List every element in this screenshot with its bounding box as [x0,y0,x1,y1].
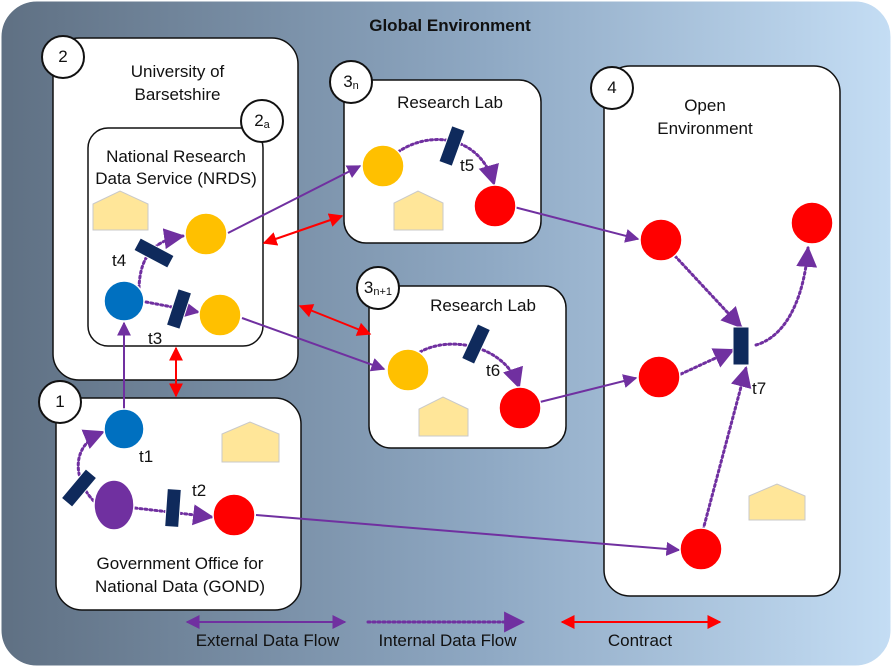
university-label-1: University of [130,62,225,81]
node-purple-gond [93,479,135,531]
open-label-2: Environment [657,119,753,138]
transform-t7 [732,326,750,366]
nrds-label-1: National Research [106,147,246,166]
external-flow-gond-to-open [255,514,681,556]
external-flow-nrds-to-lab-n1 [241,317,386,372]
badge-nrds-main: 2 [254,111,264,130]
university-label-2: Barsetshire [134,85,221,104]
badge-lab-n-main: 3 [343,72,353,91]
lab-n1-label: Research Lab [430,296,536,315]
badge-nrds-sub: a [263,119,270,131]
node-red-lab-n [473,184,517,228]
open-data-store-icon [748,483,806,521]
node-red-gond [212,493,256,537]
external-flow-lab-n-to-open [513,206,640,243]
badge-university: 2 [41,35,85,79]
open-label-1: Open [684,96,726,115]
transform-label-t6: t6 [486,361,501,380]
badge-lab-n-sub: n [352,80,359,92]
gond-data-store-icon [221,421,280,463]
nrds-label-2: Data Service (NRDS) [95,169,257,188]
lab-n-data-store-icon [393,190,444,231]
badge-lab-n1-main: 3 [363,278,374,297]
internal-flow-open-2 [679,348,735,376]
node-yellow-nrds-top [184,212,228,256]
lab-n-label: Research Lab [397,93,503,112]
transform-t4 [133,237,175,269]
transform-t2 [164,488,182,528]
transform-label-t4: t4 [112,251,127,270]
legend-contract-label: Contract [607,631,673,650]
node-red-open-2 [637,355,681,399]
internal-flow-open-1 [673,254,743,329]
transform-t5 [438,125,466,167]
node-red-open-1 [639,218,683,262]
nrds-data-store-icon [92,190,149,231]
internal-flow-open-3 [701,365,752,532]
transform-t1 [60,468,98,508]
node-yellow-lab-n1 [386,348,430,392]
node-red-lab-n1 [498,386,542,430]
node-blue-gond [103,408,145,450]
external-flow-nrds-to-lab-n [227,165,362,234]
external-flow-lab-n1-to-open [539,374,638,403]
node-red-open-3 [679,527,723,571]
node-yellow-lab-n [361,144,405,188]
diagram-title: Global Environment [369,16,531,35]
transform-label-t1: t1 [139,447,154,466]
badge-open: 4 [590,66,634,110]
badge-lab-n1-sub: n+1 [373,286,393,298]
node-yellow-nrds-bottom [198,293,242,337]
transform-t6 [460,323,492,365]
open-environment-box [603,65,841,597]
lab-n1-data-store-icon [418,396,469,437]
contract-university-lab-n1 [298,304,372,336]
gond-label-2: National Data (GOND) [94,577,266,596]
gond-label-1: Government Office for [96,554,264,573]
transform-label-t3: t3 [148,329,163,348]
node-red-open-4 [790,201,834,245]
internal-flow-open-4 [754,245,818,347]
transform-label-t5: t5 [460,156,475,175]
legend-external-label: External Data Flow [195,631,340,650]
badge-gond: 1 [38,380,82,424]
transform-t3 [165,288,193,330]
transform-label-t2: t2 [192,481,207,500]
transform-label-t7: t7 [752,379,767,398]
node-blue-nrds [103,280,145,322]
contract-nrds-lab-n [262,213,344,246]
legend-internal-label: Internal Data Flow [378,631,517,650]
